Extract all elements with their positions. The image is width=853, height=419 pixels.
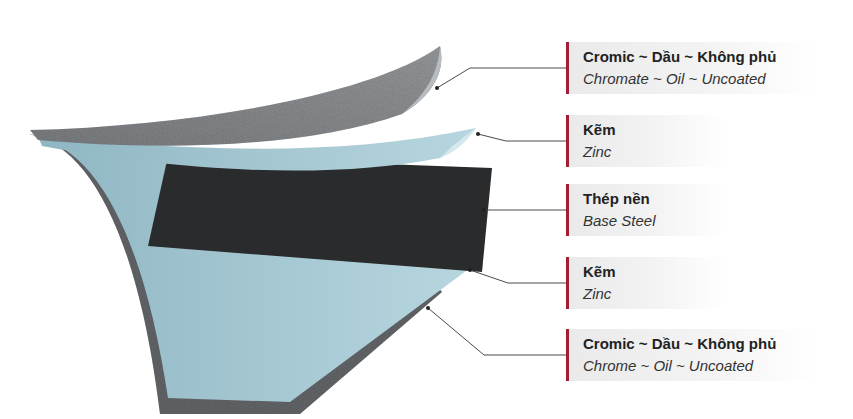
callout-panel: Cromic ~ Dầu ~ Không phủChromate ~ Oil ~… xyxy=(566,42,817,94)
leader-line xyxy=(478,134,566,141)
label-english: Base Steel xyxy=(583,210,710,232)
leader-dot xyxy=(468,268,472,272)
leader-line xyxy=(484,210,566,211)
callout-panel: Cromic ~ Dầu ~ Không phủChrome ~ Oil ~ U… xyxy=(566,329,817,381)
top-coating xyxy=(30,46,441,146)
leader-dot xyxy=(482,208,486,212)
leader-dot xyxy=(476,132,480,136)
base-steel xyxy=(148,156,492,272)
leader-dot xyxy=(435,86,439,90)
leader-dot xyxy=(426,306,430,310)
callout-panel: Thép nềnBase Steel xyxy=(566,184,726,236)
callout-panel: KẽmZinc xyxy=(566,115,726,167)
leader-lines xyxy=(428,68,566,355)
leader-line xyxy=(470,270,566,283)
label-vietnamese: Thép nền xyxy=(583,188,710,210)
label-vietnamese: Cromic ~ Dầu ~ Không phủ xyxy=(583,333,801,355)
label-vietnamese: Cromic ~ Dầu ~ Không phủ xyxy=(583,46,801,68)
label-vietnamese: Kẽm xyxy=(583,119,710,141)
label-english: Chrome ~ Oil ~ Uncoated xyxy=(583,355,801,377)
zinc-edge xyxy=(440,128,476,158)
label-english: Zinc xyxy=(583,283,710,305)
leader-line xyxy=(428,308,566,355)
top-edge xyxy=(402,46,441,114)
leader-line xyxy=(437,68,566,88)
callout-panel: KẽmZinc xyxy=(566,257,726,309)
leader-dots xyxy=(426,86,486,310)
label-vietnamese: Kẽm xyxy=(583,261,710,283)
label-english: Chromate ~ Oil ~ Uncoated xyxy=(583,68,801,90)
label-english: Zinc xyxy=(583,141,710,163)
